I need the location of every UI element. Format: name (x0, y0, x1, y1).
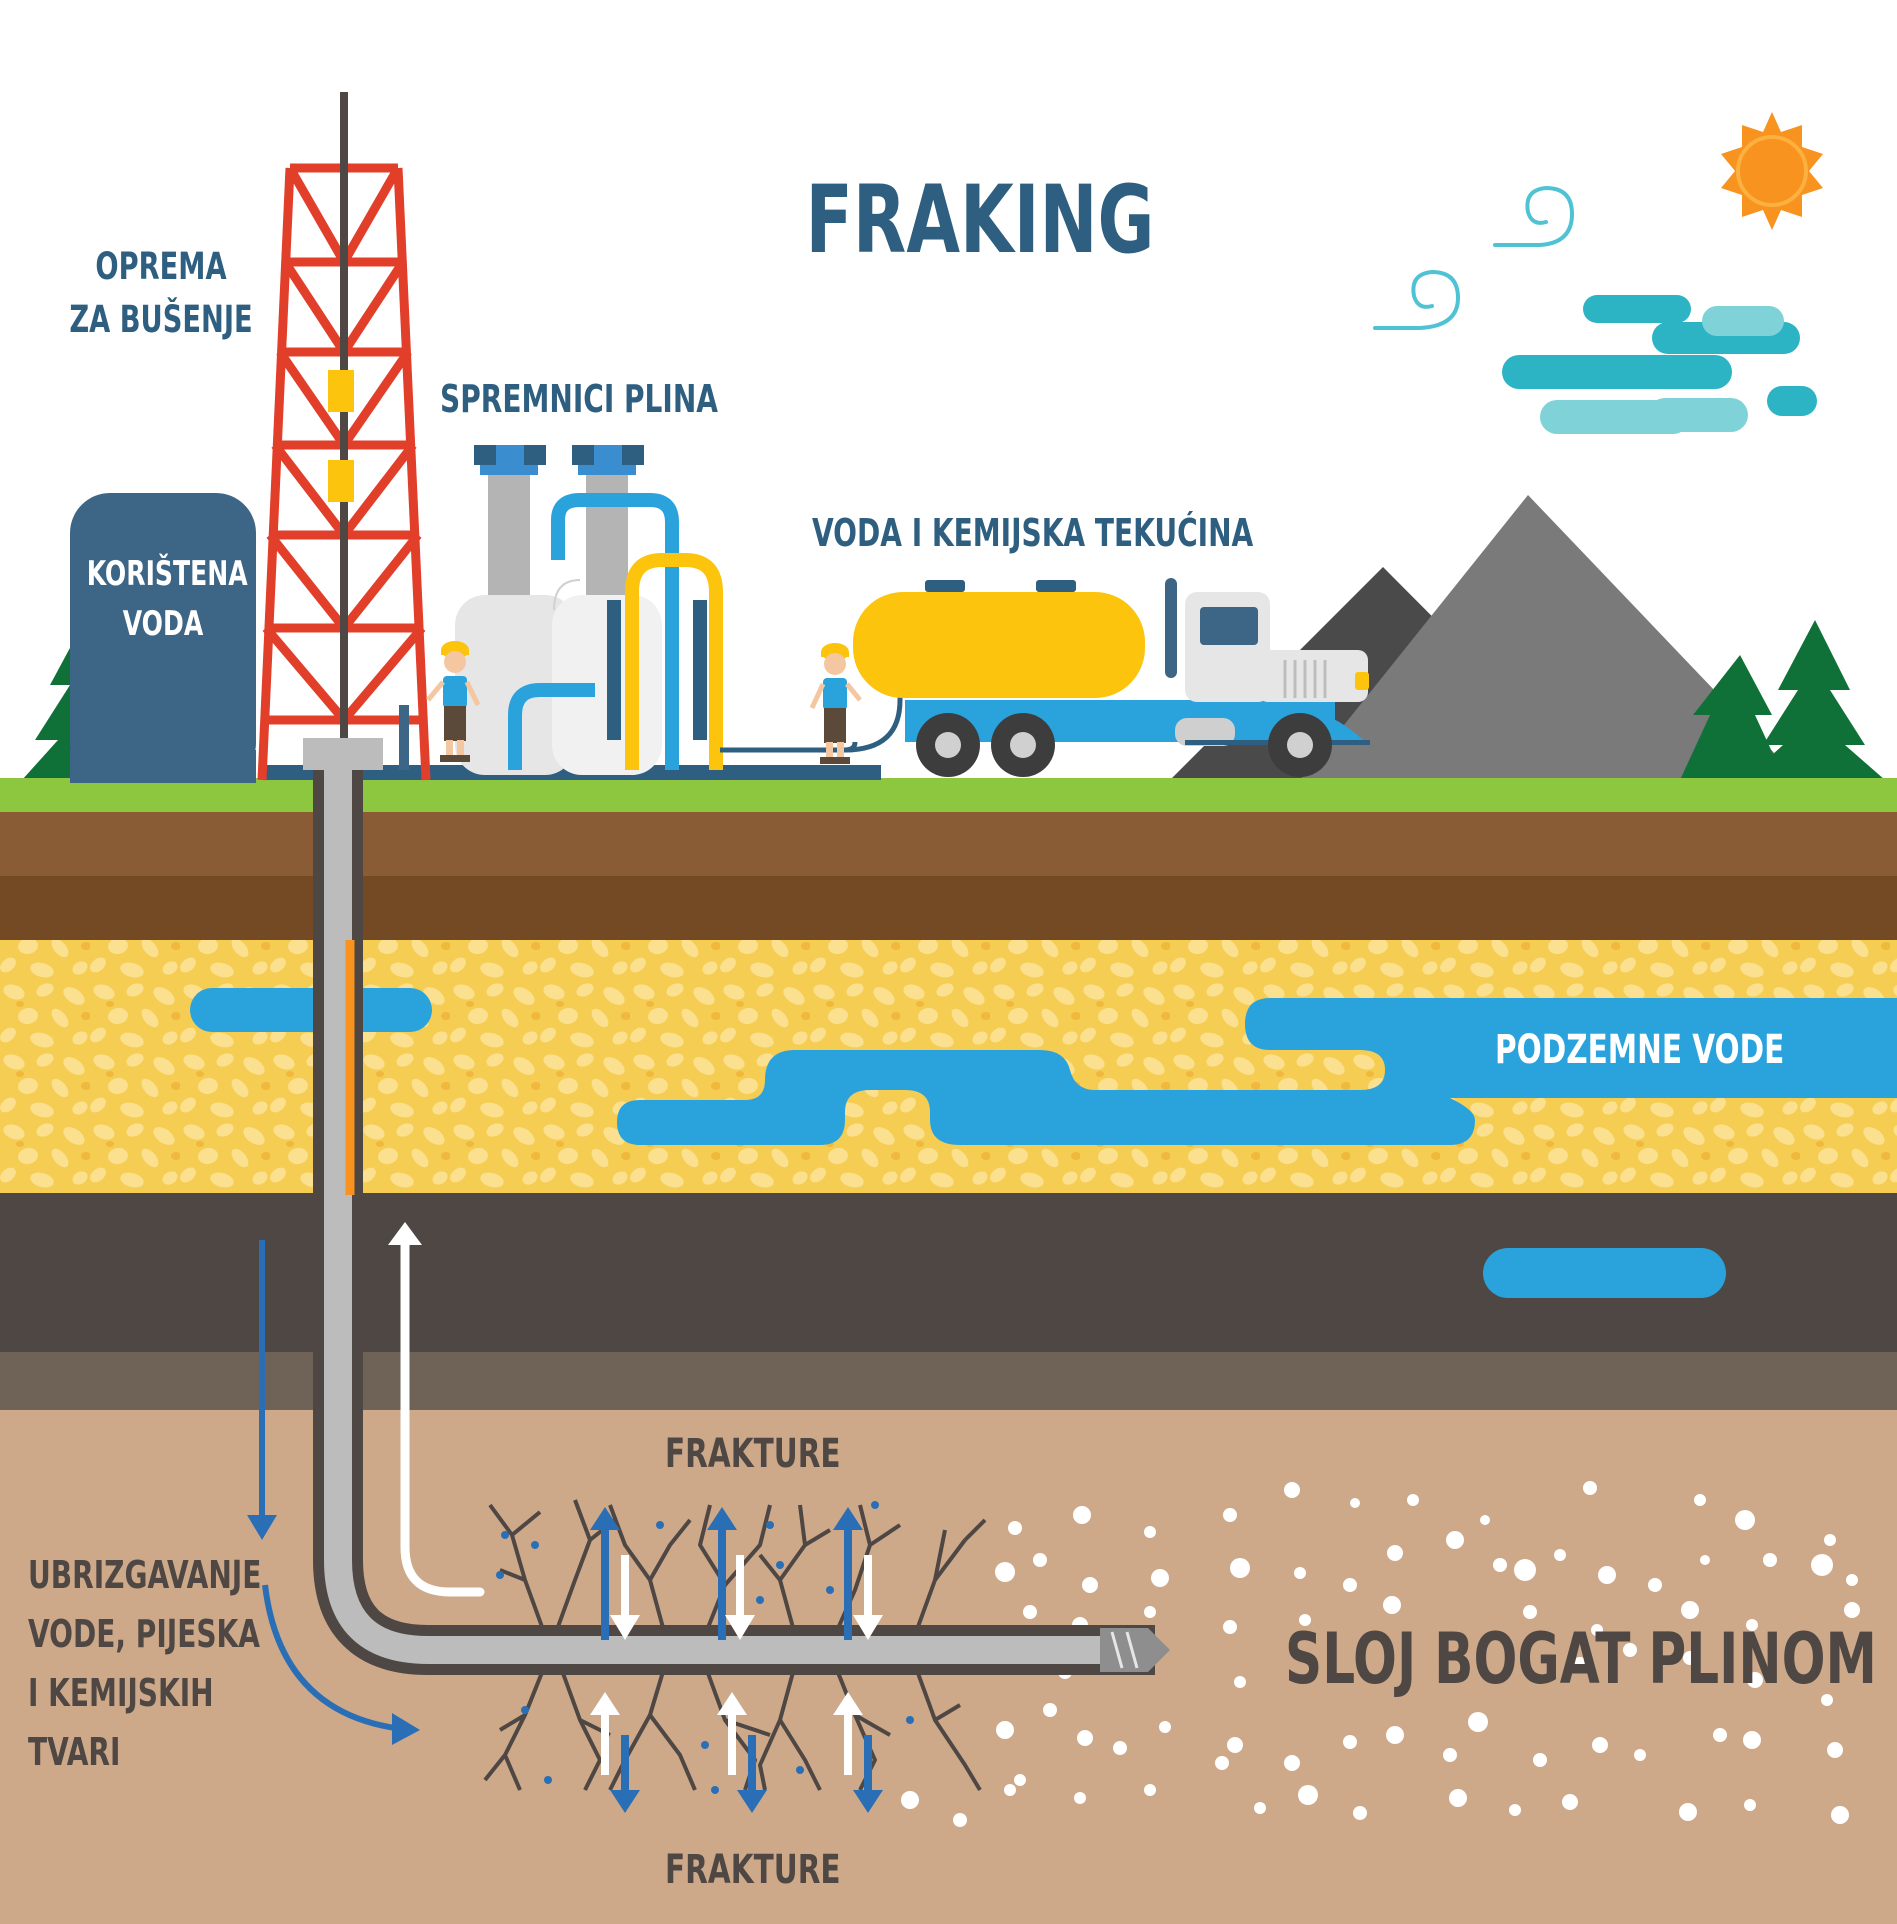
cloud-icon (1502, 295, 1817, 434)
tree-icon (1680, 655, 1785, 780)
tree-icon (1745, 620, 1885, 780)
label-water-chemical: VODA I KEMIJSKA TEKUĆINA (812, 511, 1254, 555)
water-tank-icon (70, 493, 256, 783)
grass-layer (0, 778, 1897, 814)
soil-layer (0, 812, 1897, 878)
pipes (399, 493, 903, 770)
sun-icon (1721, 112, 1823, 230)
label-injection-line: I KEMIJSKIH (28, 1670, 214, 1715)
label-injection-line: TVARI (28, 1729, 121, 1774)
injection-arrow (247, 1240, 420, 1745)
label-gas-rich-layer: SLOJ BOGAT PLINOM (1285, 1618, 1877, 1700)
wind-icon (1373, 185, 1575, 330)
label-used-water: KORIŠTENA VODA (86, 554, 248, 645)
label-used-water-line: VODA (122, 604, 204, 645)
tanker-truck-icon (853, 578, 1370, 777)
arrow-icon (590, 1507, 883, 1813)
label-fractures-top: FRAKTURE (665, 1431, 841, 1477)
gas-return-arrow (388, 1222, 485, 1597)
worker-icon (809, 643, 862, 764)
label-groundwater: PODZEMNE VODE (1495, 1027, 1785, 1073)
worker-icon (426, 641, 481, 762)
rock-light-layer (0, 1352, 1897, 1412)
drill-string (303, 92, 383, 770)
label-injection: UBRIZGAVANJE VODE, PIJESKA I KEMIJSKIH T… (28, 1546, 261, 1782)
label-used-water-line: KORIŠTENA (86, 554, 248, 594)
label-injection-line: UBRIZGAVANJE (28, 1553, 262, 1597)
label-drilling-equipment-line: ZA BUŠENJE (69, 298, 253, 342)
drill-bit-icon (1100, 1628, 1170, 1672)
label-fractures-bottom: FRAKTURE (665, 1847, 841, 1893)
label-drilling-equipment-line: OPREMA (95, 245, 227, 288)
fracture-cracks (483, 1499, 987, 1792)
page-title: FRAKING (805, 166, 1155, 275)
chemical-droplets (496, 1501, 914, 1794)
label-gas-tanks: SPREMNICI PLINA (440, 377, 718, 421)
well-bore (313, 770, 1155, 1675)
groundwater-pool (190, 988, 1897, 1298)
soil-dark-layer (0, 876, 1897, 940)
label-drilling-equipment: OPREMA ZA BUŠENJE (68, 246, 253, 341)
label-injection-line: VODE, PIJESKA (28, 1611, 260, 1656)
